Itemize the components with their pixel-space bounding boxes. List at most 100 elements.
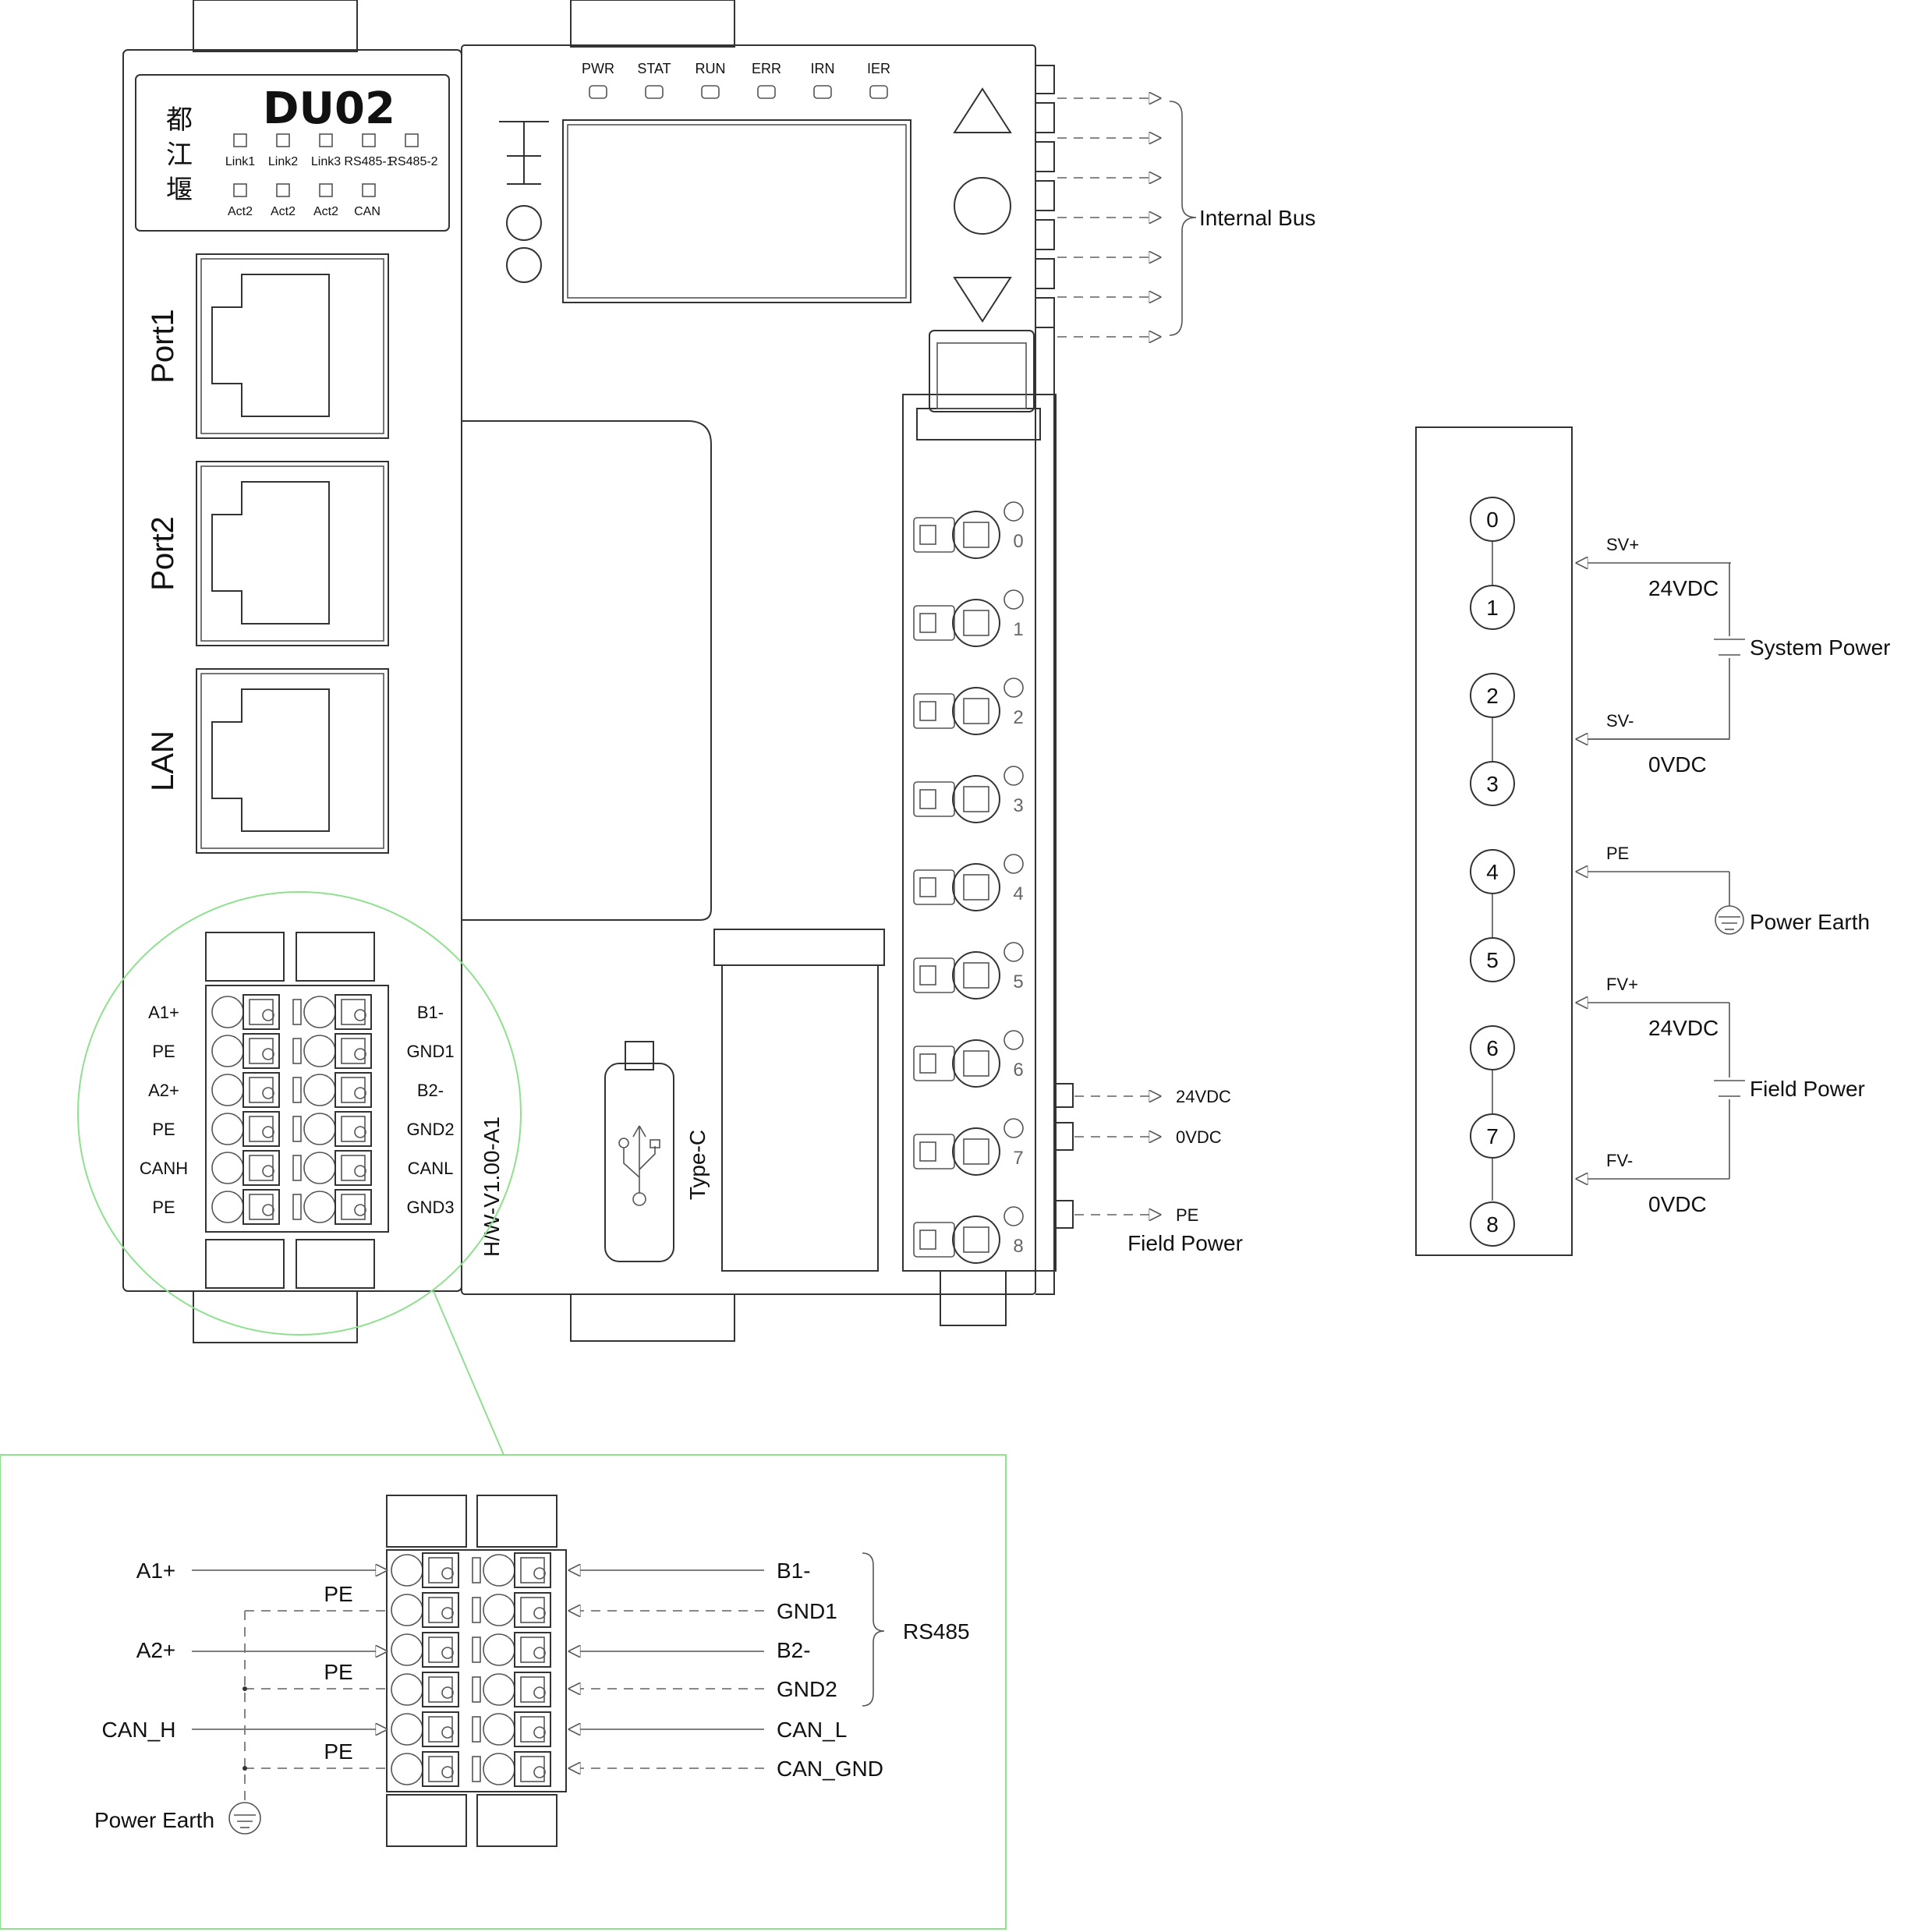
left-housing: [122, 49, 462, 1292]
channel-led-6: 6: [913, 1030, 1024, 1088]
detail-b1-label: B1-: [777, 1559, 811, 1583]
model-name: DU02: [263, 83, 395, 134]
brand-char-3: 堰: [166, 175, 193, 206]
led-run-label: RUN: [696, 61, 726, 76]
detail-pe1-label: PE: [324, 1582, 352, 1606]
channel-number: 1: [1013, 619, 1023, 640]
internal-bus-label: Internal Bus: [1199, 206, 1315, 230]
terminal-row: [391, 1672, 551, 1707]
hw-version: H/W-V1.00-A1: [480, 1116, 504, 1257]
power-earth-label: Power Earth: [1750, 910, 1870, 934]
link-leds-row2: Act2 Act2 Act2 CAN: [228, 183, 381, 218]
terminal-row: [391, 1632, 551, 1668]
power-pin-2: 2: [1470, 673, 1515, 718]
terminal-row: [391, 1592, 551, 1628]
power-pin-7: 7: [1470, 1113, 1515, 1159]
led-label-link2: Link2: [268, 155, 298, 168]
channel-led-0: 0: [913, 501, 1024, 559]
led-irn-label: IRN: [811, 61, 835, 76]
center-housing: [461, 44, 1036, 1295]
led-label-link1: Link1: [225, 155, 255, 168]
detail-canl-label: CAN_L: [777, 1718, 847, 1742]
up-arrow-icon: [953, 87, 1012, 133]
port2-label: Port2: [146, 516, 180, 591]
terminal-row: [211, 1189, 372, 1225]
term-right-gnd2: GND2: [406, 1120, 454, 1139]
power-terminal-block: [1415, 426, 1573, 1256]
select-button-icon: [954, 177, 1011, 235]
power-pin-4: 4: [1470, 849, 1515, 894]
right-edge: [1035, 327, 1055, 1295]
terminal-row: [211, 1111, 372, 1147]
channel-number: 7: [1013, 1148, 1023, 1169]
port1: Port1: [146, 253, 389, 439]
field-24vdc-text: 24VDC: [1648, 1016, 1719, 1040]
term-left-pe1: PE: [152, 1042, 175, 1061]
channel-number: 2: [1013, 707, 1023, 728]
ground-icon: [1715, 905, 1744, 935]
term-left-a2: A2+: [148, 1081, 179, 1100]
power-pin-number: 1: [1486, 596, 1499, 620]
term-right-canl: CANL: [408, 1159, 454, 1178]
detail-b2-label: B2-: [777, 1638, 811, 1662]
power-pin-3: 3: [1470, 761, 1515, 806]
channel-cover-inner: [936, 342, 1027, 409]
label-panel: [135, 74, 450, 232]
channel-led-4: 4: [913, 854, 1024, 911]
field-0vdc-label: 0VDC: [1176, 1127, 1222, 1147]
usb-label: Type-C: [685, 1130, 710, 1200]
down-arrow-icon: [953, 277, 1012, 323]
sv-plus-label: SV+: [1606, 535, 1639, 554]
channel-number: 4: [1013, 883, 1023, 904]
term-right-gnd3: GND3: [406, 1198, 454, 1217]
channel-strip: [902, 394, 1057, 1272]
detail-gnd2-label: GND2: [777, 1677, 837, 1701]
channel-cover: [929, 330, 1035, 412]
din-clip-bottom-mid: [570, 1293, 735, 1342]
channel-led-5: 5: [913, 942, 1024, 1000]
pe-label: PE: [1606, 844, 1629, 863]
channel-led-3: 3: [913, 766, 1024, 823]
top-status-leds: PWR STAT RUN ERR IRN IER: [582, 61, 890, 99]
channel-led-1: 1: [913, 589, 1024, 647]
usb-icon: [618, 1125, 660, 1206]
power-pin-number: 8: [1486, 1212, 1499, 1237]
led-label-link3: Link3: [311, 155, 341, 168]
usb-port: [604, 1063, 674, 1262]
power-pin-number: 6: [1486, 1036, 1499, 1060]
usb-tab: [625, 1041, 654, 1070]
led-label-rs485-1: RS485-1: [344, 155, 393, 168]
din-clip-top-left: [193, 0, 358, 52]
field-power-text: Field Power: [1750, 1077, 1865, 1101]
rs485-brace: [862, 1552, 885, 1707]
detail-cangnd-label: CAN_GND: [777, 1757, 883, 1781]
internal-bus-brace: [1169, 101, 1197, 336]
zoom-leader: [433, 1290, 504, 1456]
field-pe-label: PE: [1176, 1205, 1198, 1225]
field-power-label: Field Power: [1127, 1231, 1243, 1255]
link-leds-row1: Link1 Link2 Link3 RS485-1 RS485-2: [225, 133, 438, 168]
channel-number: 0: [1013, 531, 1023, 552]
channel-number: 8: [1013, 1236, 1023, 1257]
wiring-detail: A1+ A2+ CAN_H PE PE PE Power Earth B1- G…: [0, 1454, 1007, 1930]
brand-char-1: 都: [166, 104, 193, 136]
terminal-row: [211, 994, 372, 1030]
terminal-row: [211, 1033, 372, 1069]
sv-minus-label: SV-: [1606, 711, 1634, 731]
channel-led-2: 2: [913, 678, 1024, 735]
display-screen: [567, 124, 907, 299]
field-power-arrows: 24VDC 0VDC PE Field Power: [1074, 1087, 1243, 1255]
led-ier-label: IER: [867, 61, 890, 76]
terminal-row: [211, 1072, 372, 1108]
term-left-canh: CANH: [140, 1159, 188, 1178]
channel-number: 6: [1013, 1060, 1023, 1081]
rs485-label: RS485: [903, 1619, 970, 1644]
detail-canh-label: CAN_H: [102, 1718, 176, 1742]
term-right-gnd1: GND1: [406, 1042, 454, 1061]
led-label-can: CAN: [354, 205, 381, 218]
fv-minus-label: FV-: [1606, 1151, 1633, 1170]
terminal-row: [211, 1150, 372, 1186]
terminal-row: [391, 1552, 551, 1588]
